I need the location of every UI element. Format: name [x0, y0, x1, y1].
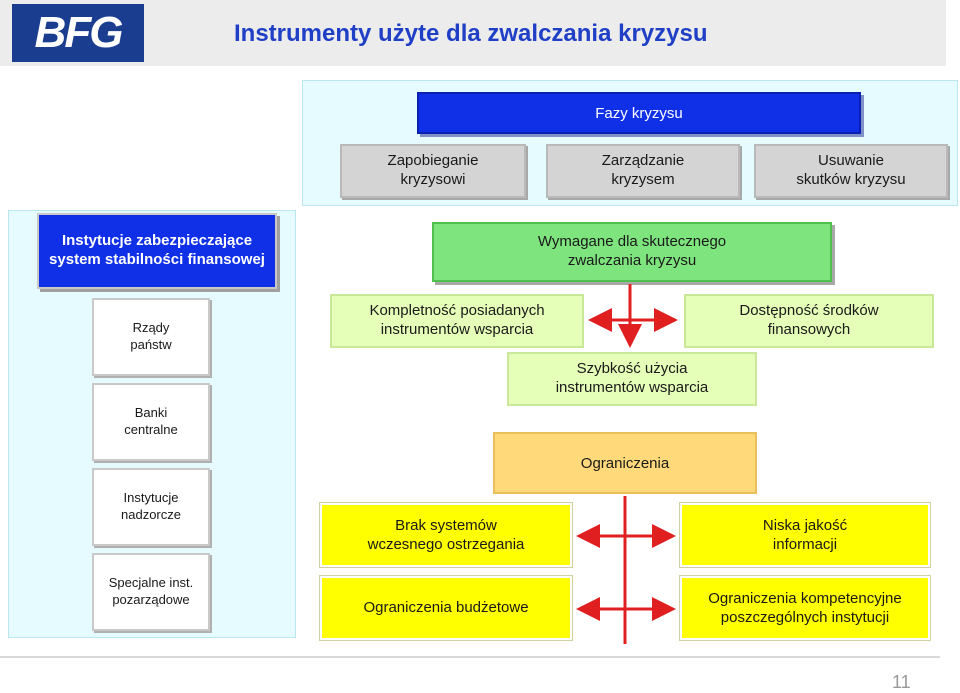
phase-management: Zarządzanie kryzysem — [546, 144, 740, 198]
page-title: Instrumenty użyte dla zwalczania kryzysu — [234, 20, 708, 47]
bfg-logo: BFG — [12, 4, 144, 62]
institution-special: Specjalne inst. pozarządowe — [92, 553, 210, 631]
phase-prevention: Zapobieganie kryzysowi — [340, 144, 526, 198]
requirement-speed: Szybkość użycia instrumentów wsparcia — [507, 352, 757, 406]
constraint-early-warning: Brak systemów wczesnego ostrzegania — [320, 503, 572, 567]
constraint-budget: Ograniczenia budżetowe — [320, 576, 572, 640]
institution-supervisors: Instytucje nadzorcze — [92, 468, 210, 546]
institutions-header: Instytucje zabezpieczające system stabil… — [37, 213, 277, 289]
header-band — [0, 0, 946, 66]
institution-central-banks: Banki centralne — [92, 383, 210, 461]
constraint-information: Niska jakość informacji — [680, 503, 930, 567]
requirement-funds: Dostępność środków finansowych — [684, 294, 934, 348]
constraints-header: Ograniczenia — [493, 432, 757, 494]
phase-recovery: Usuwanie skutków kryzysu — [754, 144, 948, 198]
constraints-arrows — [576, 496, 676, 644]
requirements-header: Wymagane dla skutecznego zwalczania kryz… — [432, 222, 832, 282]
page-number: 11 — [892, 672, 911, 692]
constraint-competence: Ograniczenia kompetencyjne poszczególnyc… — [680, 576, 930, 640]
requirement-completeness: Kompletność posiadanych instrumentów wsp… — [330, 294, 584, 348]
requirements-arrows — [588, 284, 678, 348]
institution-governments: Rządy państw — [92, 298, 210, 376]
phases-header: Fazy kryzysu — [417, 92, 861, 134]
